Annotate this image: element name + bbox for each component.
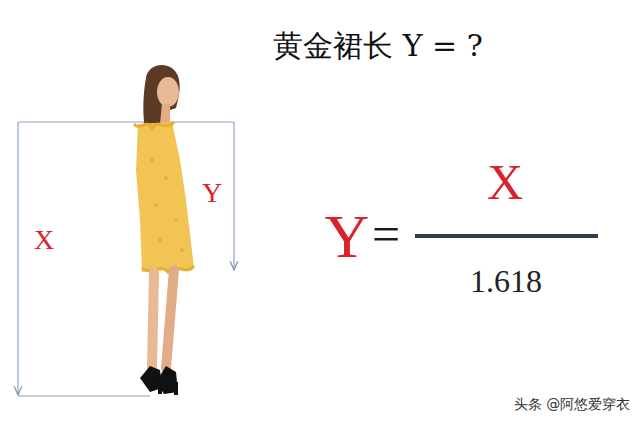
title: 黄金裙长 Y = ? <box>273 31 483 61</box>
formula-y: Y <box>325 205 370 267</box>
fraction-bar <box>415 234 598 238</box>
dimension-y: Y <box>202 179 222 207</box>
watermark: 头条 @阿悠爱穿衣 <box>514 397 630 411</box>
equals-sign: = <box>372 209 400 259</box>
formula-x: X <box>487 157 523 207</box>
woman-figure <box>134 65 194 395</box>
measure-frame <box>18 122 234 396</box>
golden-ratio: 1.618 <box>470 265 542 297</box>
dimension-x: X <box>34 226 54 254</box>
